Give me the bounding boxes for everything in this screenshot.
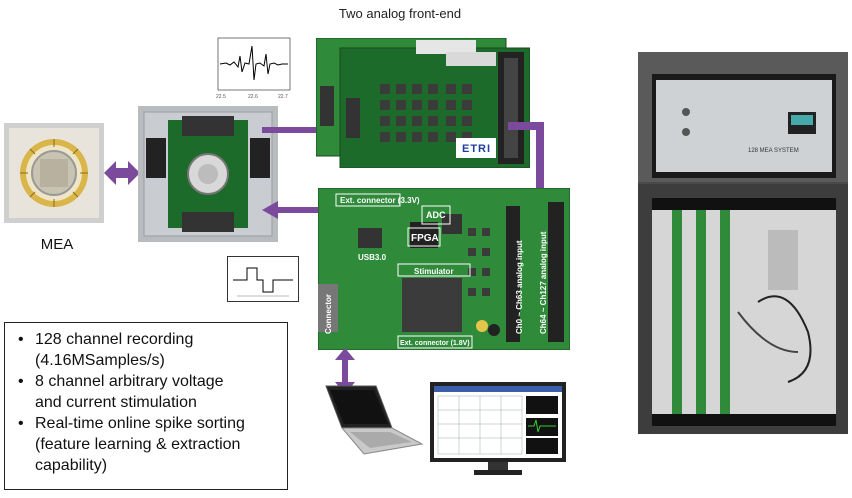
fpga-label: FPGA [411,233,439,244]
adc-label: ADC [426,210,446,220]
left-arrow-icon [262,201,338,219]
feature-item: 128 channel recording(4.16MSamples/s) [18,329,279,371]
waveform-plot-icon [227,256,299,302]
ch64-127-label: Ch64 ~ Ch127 analog input [539,231,548,334]
feature-item: Real-time online spike sorting(feature l… [18,413,279,476]
right-arrow-icon [262,121,340,139]
ch0-63-label: Ch0 ~ Ch63 analog input [515,240,524,334]
monitor-icon [430,382,566,475]
ext-connector-18-label: Ext. connector (1.8V) [400,340,470,347]
headstage-photo [138,106,278,242]
stimulator-label: Stimulator [414,267,454,276]
mea-dish-icon [4,123,104,223]
enclosure-label: 128 MEA SYSTEM [748,148,799,154]
svg-text:22.5: 22.5 [216,94,226,100]
stimulation-waveform-plot [227,256,299,302]
mea-label: MEA [40,236,74,253]
system-enclosure-photo: 128 MEA SYSTEM [638,52,848,434]
afe-logo: ETRI [462,143,492,155]
bidirectional-arrow-icon [104,161,140,185]
analog-front-end-boards [315,37,531,169]
ext-connector-33-label: Ext. connector (3.3V) [340,196,420,205]
laptop [314,384,424,456]
laptop-icon [325,385,424,455]
svg-text:22.7: 22.7 [278,94,288,100]
bidirectional-arrow-vertical-icon [335,348,355,394]
svg-text:22.6: 22.6 [248,94,258,100]
monitor [430,382,566,478]
usb-label: USB3.0 [358,253,387,262]
signal-plot-icon: 22.5 22.6 22.7 [216,37,291,100]
main-board: Ext. connector (3.3V) ADC FPGA USB3.0 St… [317,187,571,351]
figure-title: Two analog front-end [338,6,462,21]
mea-photo [4,123,104,223]
spike-signal-plot: 22.5 22.6 22.7 [212,34,294,100]
features-list-box: 128 channel recording(4.16MSamples/s) 8 … [4,322,288,490]
connector-label: Connector [324,294,333,334]
